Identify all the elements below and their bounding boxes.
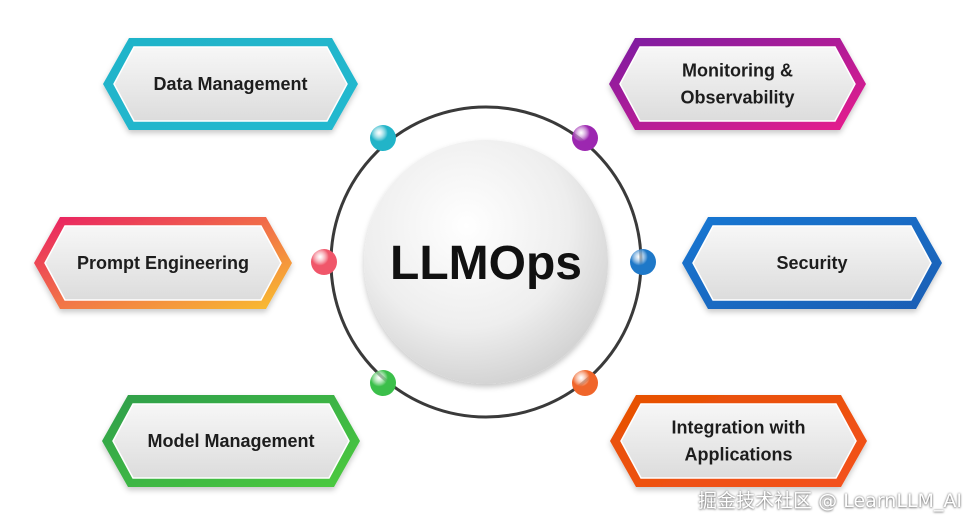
topic-label-line: Monitoring & [682,61,793,81]
topic-label-line: Applications [684,445,792,465]
topic-box-security: Security [682,217,942,309]
topic-box-data-management: Data Management [103,38,358,130]
watermark-text: 掘金技术社区 @ LearnLLM_AI [698,490,962,512]
connector-dot-purple [572,125,598,151]
topic-label-line: Security [776,253,847,273]
connector-dot-blue [630,249,656,275]
topic-label-line: Model Management [147,431,314,451]
connector-dots [311,125,656,396]
topic-box-panel [692,225,932,301]
connector-dot-teal [370,125,396,151]
topic-box-model-management: Model Management [102,395,360,487]
topic-box-prompt-engineering: Prompt Engineering [34,217,292,309]
connector-dot-orange [572,370,598,396]
topic-box-monitoring-observability: Monitoring & Observability [609,38,866,130]
center-label: LLMOps [390,237,582,290]
topic-box-panel [620,403,857,479]
topic-label-line: Observability [680,88,794,108]
topic-box-panel [112,403,350,479]
topic-boxes: Data Management Monitoring & Observability… [34,38,942,487]
center-circle: LLMOps [364,140,608,384]
connector-dot-green [370,370,396,396]
topic-box-panel [44,225,282,301]
center-disc [364,140,608,384]
topic-label-line: Data Management [153,74,307,94]
topic-box-panel [619,46,856,122]
topic-label-line: Prompt Engineering [77,253,249,273]
topic-box-panel [113,46,348,122]
topic-label-line: Integration with [672,418,806,438]
connector-dot-pink-orange [311,249,337,275]
